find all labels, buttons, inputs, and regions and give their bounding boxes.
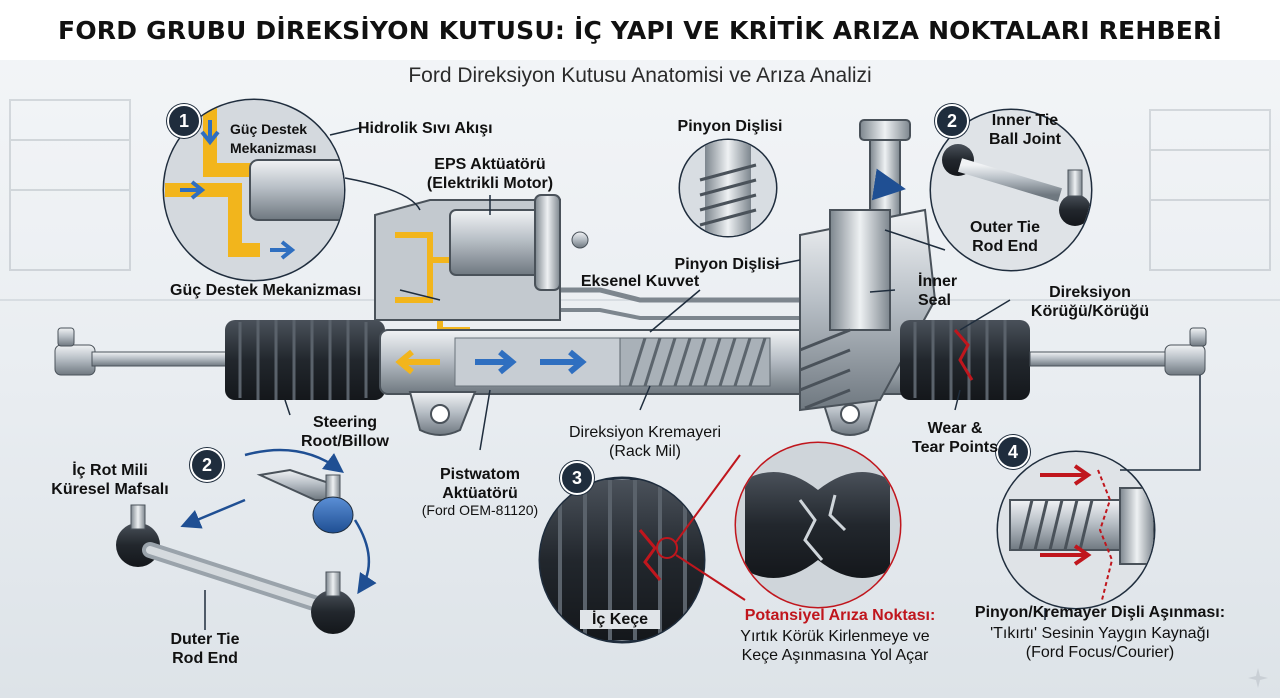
label-hidrolik: Hidrolik Sıvı Akışı [358,120,493,137]
callout-boot-crack [538,441,902,644]
label-ford-oem: (Ford OEM-81120) [421,502,539,518]
right-boot [900,320,1030,400]
page-subtitle: Ford Direksiyon Kutusu Anatomisi ve Arız… [408,64,872,87]
eps-actuator [374,194,589,321]
badge-4: 4 [996,435,1030,469]
label-inner-seal: İnner Seal [918,273,958,309]
label-ic-kece: İç Keçe [580,610,660,629]
label-steering-root: Steering Root/Billow [301,414,389,450]
callout-tie-rod [929,108,1093,272]
sparkle-icon [1248,668,1268,688]
label-korugu: Direksiyon Körüğü/Körüğü [1030,284,1150,320]
label-eps: EPS Aktüatörü (Elektrikli Motor) [426,156,554,192]
label-kremayer: Direksiyon Kremayeri (Rack Mil) [568,424,722,460]
callout-hydraulic-detail [162,98,346,282]
steering-rack-assembly [54,119,1207,436]
badge-3: 3 [560,461,594,495]
label-potansiyel-desc: Yırtık Körük Kirlenmeye ve Keçe Aşınması… [740,628,930,664]
label-pinyon-wear-title: Pinyon/Kremayer Dişli Aşınması: [974,604,1226,621]
label-guc-destek-top: Güç Destek Mekanizması [230,121,317,156]
label-ic-rot: İç Rot Mili Küresel Mafsalı [51,462,169,498]
left-boot [225,320,385,400]
leader-lines [204,127,1201,630]
rotation-arrow-icon [871,168,906,201]
callout-inner-tie-rod [116,448,377,634]
badge-2-top: 2 [935,104,969,138]
badge-1: 1 [167,104,201,138]
label-potansiyel-title: Potansiyel Arıza Noktası: [744,607,936,624]
label-pistwatom: Pistwatom Aktüatörü [439,466,520,502]
callout-gear-wear [996,450,1156,610]
label-pinyon-top: Pinyon Dişlisi [677,118,783,135]
label-inner-tie: Inner Tie Ball Joint [988,112,1061,148]
label-wear: Wear & Tear Points [912,420,998,456]
label-duter-tie: Duter Tie Rod End [170,631,240,667]
label-pinyon-mid: Pinyon Dişlisi [674,256,780,273]
label-guc-destek-mid: Güç Destek Mekanizması [170,282,362,299]
badge-2-bottom: 2 [190,448,224,482]
callout-pinion-gear [678,138,778,238]
label-eksenel: Eksenel Kuvvet [580,273,700,290]
label-pinyon-wear-desc: 'Tıkırtı' Sesinin Yaygın Kaynağı (Ford F… [990,625,1210,661]
label-outer-tie-top: Outer Tie Rod End [970,219,1040,255]
page-title: FORD GRUBU DİREKSİYON KUTUSU: İÇ YAPI VE… [58,16,1222,45]
header-band [0,0,1280,60]
rack-teeth [619,337,771,387]
